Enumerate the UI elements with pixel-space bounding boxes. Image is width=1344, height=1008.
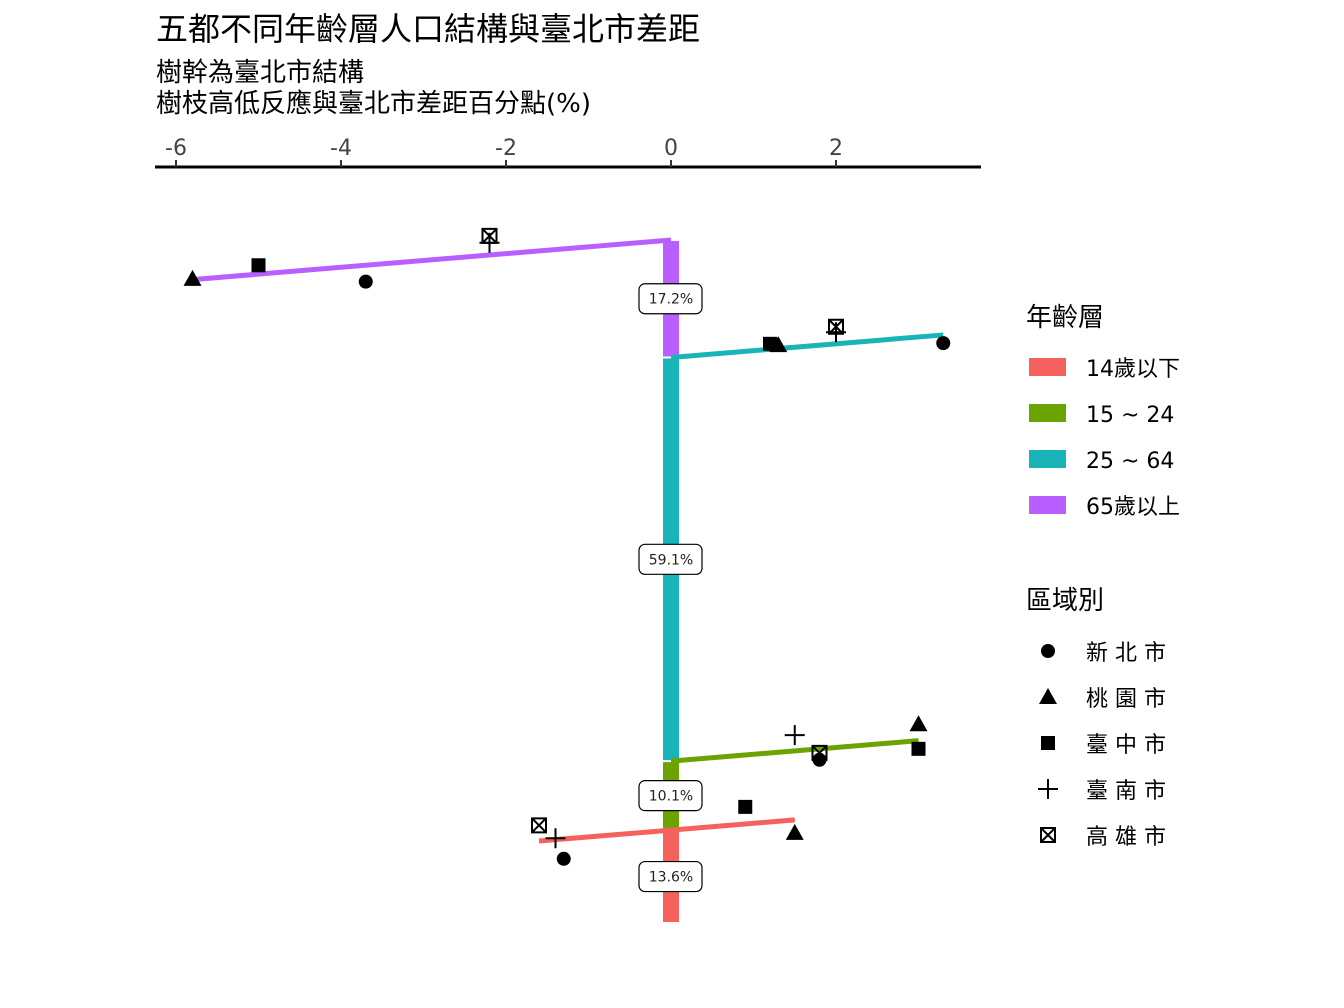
legend-city-boxx-icon	[1040, 827, 1056, 843]
data-point	[769, 336, 788, 353]
data-point	[909, 715, 928, 732]
chart-subtitle-2: 樹枝高低反應與臺北市差距百分點(%)	[156, 89, 591, 119]
data-point	[812, 752, 827, 767]
share-label-box	[638, 543, 703, 575]
share-label-box	[638, 860, 703, 893]
legend-city-label: 桃 園 市	[1086, 687, 1166, 712]
data-point	[936, 336, 951, 351]
branch-line	[670, 332, 944, 360]
data-point	[738, 799, 753, 814]
branch-line	[538, 817, 795, 844]
legend-age-label: 14歲以下	[1086, 357, 1180, 382]
legend-age-label: 65歲以上	[1086, 495, 1180, 520]
data-point	[251, 258, 266, 273]
share-label-box	[638, 283, 703, 315]
data-point	[531, 817, 547, 834]
data-point	[481, 227, 498, 244]
branch-line	[192, 237, 672, 283]
x-tick-label: -4	[330, 136, 352, 161]
share-label: 13.6%	[649, 870, 693, 886]
share-label-box	[638, 780, 703, 812]
legend-city-plus-icon	[1038, 779, 1058, 799]
legend-city-square-icon	[1041, 736, 1055, 750]
legend-age-title: 年齡層	[1026, 303, 1104, 333]
chart-title: 五都不同年齡層人口結構與臺北市差距	[156, 10, 700, 48]
data-point	[828, 318, 844, 335]
share-label: 17.2%	[649, 292, 693, 308]
x-tick-label: -6	[165, 136, 187, 161]
legend-age-swatch	[1029, 450, 1066, 468]
legend-age-swatch	[1029, 404, 1066, 422]
data-point	[358, 274, 373, 289]
x-tick-label: -2	[495, 136, 517, 161]
legend-age-swatch	[1029, 496, 1066, 514]
share-label: 10.1%	[649, 789, 693, 805]
branch-line	[670, 738, 919, 764]
x-tick-label: 2	[829, 136, 843, 161]
data-point	[556, 851, 571, 866]
x-tick-label: 0	[664, 136, 678, 161]
legend-city-triangle-icon	[1039, 688, 1057, 704]
legend-age-label: 15 ~ 24	[1086, 403, 1174, 428]
legend-city-title: 區域別	[1026, 586, 1104, 616]
data-point	[784, 725, 805, 746]
legend-age-label: 25 ~ 64	[1086, 449, 1174, 474]
legend-age-swatch	[1029, 358, 1066, 376]
legend-city-label: 高 雄 市	[1086, 825, 1166, 850]
legend-city-circle-icon	[1041, 644, 1055, 658]
data-point	[911, 741, 926, 756]
share-label: 59.1%	[649, 552, 693, 568]
legend-city-label: 新 北 市	[1086, 641, 1166, 666]
legend-city-label: 臺 南 市	[1086, 779, 1166, 804]
data-point	[183, 269, 202, 286]
legend-city-label: 臺 中 市	[1086, 733, 1166, 758]
data-point	[785, 823, 804, 840]
data-point	[545, 828, 566, 849]
chart-subtitle-1: 樹幹為臺北市結構	[156, 58, 364, 88]
